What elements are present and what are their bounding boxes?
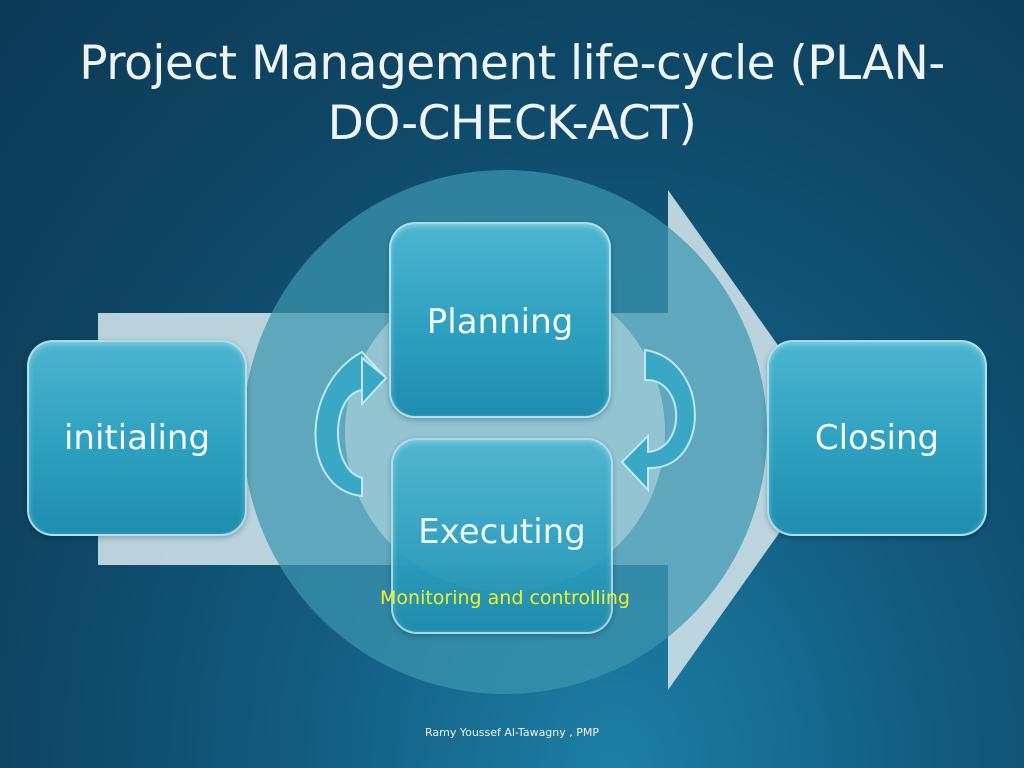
stage-initiating-box: initialing — [27, 340, 247, 536]
stage-closing-box: Closing — [767, 340, 987, 536]
slide-title-line-1: Project Management life-cycle (PLAN- — [79, 36, 945, 91]
stage-planning-box: Planning — [389, 222, 611, 418]
cycle-arrow-left — [314, 350, 388, 498]
stage-initiating-label: initialing — [63, 418, 211, 458]
slide-title-line-2: DO-CHECK-ACT) — [327, 96, 697, 151]
author-footer: Ramy Youssef Al-Tawagny , PMP — [424, 726, 600, 739]
monitoring-controlling-label: Monitoring and controlling — [380, 587, 630, 609]
slide-title: Project Management life-cycle (PLAN- DO-… — [0, 34, 1024, 154]
stage-planning-label: Planning — [426, 302, 574, 342]
stage-closing-label: Closing — [814, 418, 940, 458]
stage-executing-label: Executing — [418, 512, 586, 552]
stage-executing-box: Executing — [391, 438, 613, 634]
cycle-arrow-right — [620, 348, 696, 493]
